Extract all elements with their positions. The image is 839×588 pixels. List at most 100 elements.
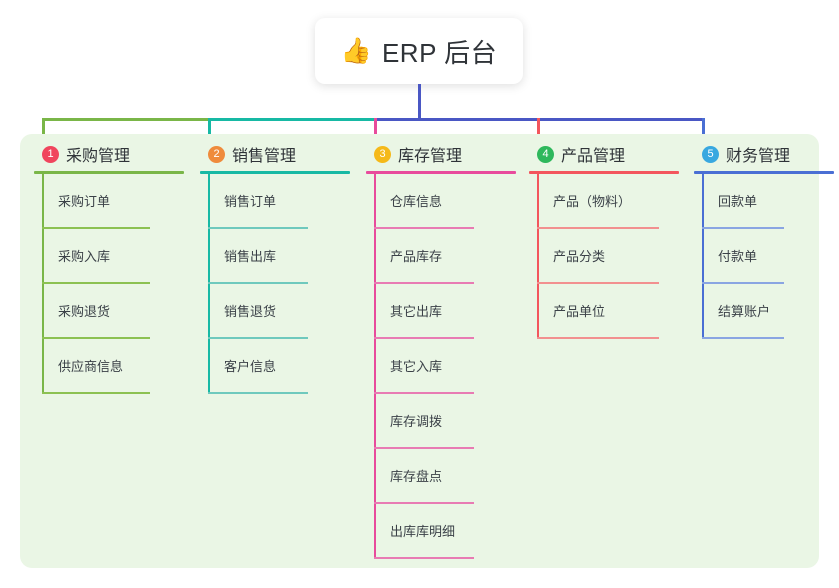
branch-number-badge: 2 xyxy=(208,145,225,163)
branch-items: 采购订单采购入库采购退货供应商信息 xyxy=(34,174,184,394)
branch-item[interactable]: 销售订单 xyxy=(200,174,350,229)
branch-title: 销售管理 xyxy=(232,148,297,165)
branch-stem xyxy=(208,174,210,394)
branch-column-产品管理: 4 产品管理产品（物料） 产品分类产品单位 xyxy=(529,143,679,339)
branch-item-label: 出库库明细 xyxy=(390,524,456,539)
branch-column-销售管理: 2 销售管理销售订单销售出库销售退货客户信息 xyxy=(200,143,350,394)
branch-item-label: 采购订单 xyxy=(58,194,111,209)
branch-item-label: 采购入库 xyxy=(58,249,111,264)
branch-header-rule xyxy=(366,171,516,174)
branch-item[interactable]: 结算账户 xyxy=(694,284,834,339)
branch-title: 库存管理 xyxy=(398,148,463,165)
branch-item-rule xyxy=(374,337,474,339)
branch-stem xyxy=(42,174,44,394)
branch-header-rule xyxy=(529,171,679,174)
branch-item-rule xyxy=(208,392,308,394)
branch-item-label: 产品（物料） xyxy=(553,194,632,209)
branch-item[interactable]: 产品库存 xyxy=(366,229,516,284)
branch-item-label: 供应商信息 xyxy=(58,359,124,374)
branch-header-采购管理[interactable]: 1 采购管理 xyxy=(34,143,184,165)
branch-column-库存管理: 3 库存管理仓库信息产品库存其它出库其它入库库存调拨库存盘点出库库明细 xyxy=(366,143,516,559)
branch-item-rule xyxy=(374,502,474,504)
branch-item[interactable]: 仓库信息 xyxy=(366,174,516,229)
branch-item-label: 其它出库 xyxy=(390,304,443,319)
branch-item[interactable]: 库存盘点 xyxy=(366,449,516,504)
branches-panel xyxy=(20,134,819,568)
branch-item[interactable]: 产品分类 xyxy=(529,229,679,284)
branch-item-label: 付款单 xyxy=(718,249,758,264)
branch-item-rule xyxy=(374,447,474,449)
branch-items: 产品（物料） 产品分类产品单位 xyxy=(529,174,679,339)
branch-item-rule xyxy=(42,227,150,229)
branch-item-rule xyxy=(702,282,784,284)
branch-items: 销售订单销售出库销售退货客户信息 xyxy=(200,174,350,394)
branch-header-rule xyxy=(34,171,184,174)
branch-item[interactable]: 销售退货 xyxy=(200,284,350,339)
connector-bar-segment-2 xyxy=(208,118,374,121)
branch-item-rule xyxy=(537,282,659,284)
branch-number-badge: 1 xyxy=(42,145,59,163)
branch-title: 产品管理 xyxy=(561,148,626,165)
branch-item-label: 库存盘点 xyxy=(390,469,443,484)
branch-item-rule xyxy=(374,282,474,284)
branch-title: 财务管理 xyxy=(726,148,791,165)
branch-item-label: 产品分类 xyxy=(553,249,606,264)
branch-item[interactable]: 付款单 xyxy=(694,229,834,284)
branch-item[interactable]: 其它出库 xyxy=(366,284,516,339)
branch-item[interactable]: 回款单 xyxy=(694,174,834,229)
branch-header-产品管理[interactable]: 4 产品管理 xyxy=(529,143,679,165)
branch-header-库存管理[interactable]: 3 库存管理 xyxy=(366,143,516,165)
branch-item[interactable]: 产品单位 xyxy=(529,284,679,339)
branch-item[interactable]: 采购入库 xyxy=(34,229,184,284)
branch-item-label: 产品库存 xyxy=(390,249,443,264)
branch-item-rule xyxy=(208,337,308,339)
branch-header-销售管理[interactable]: 2 销售管理 xyxy=(200,143,350,165)
branch-item-label: 库存调拨 xyxy=(390,414,443,429)
branch-item-label: 客户信息 xyxy=(224,359,277,374)
page-title: ERP 后台 xyxy=(381,37,498,68)
branch-item-label: 销售出库 xyxy=(224,249,277,264)
branch-number-badge: 4 xyxy=(537,145,554,163)
branch-item-rule xyxy=(208,227,308,229)
branch-header-rule xyxy=(694,171,834,174)
branch-item-rule xyxy=(537,227,659,229)
branch-item-label: 采购退货 xyxy=(58,304,111,319)
branch-item-label: 结算账户 xyxy=(718,304,771,319)
branch-item-label: 仓库信息 xyxy=(390,194,443,209)
branch-item-rule xyxy=(702,337,784,339)
branch-item-label: 回款单 xyxy=(718,194,758,209)
branch-item-rule xyxy=(374,557,474,559)
branch-item[interactable]: 客户信息 xyxy=(200,339,350,394)
branch-items: 仓库信息产品库存其它出库其它入库库存调拨库存盘点出库库明细 xyxy=(366,174,516,559)
branch-item[interactable]: 销售出库 xyxy=(200,229,350,284)
branch-item[interactable]: 产品（物料） xyxy=(529,174,679,229)
branch-item-rule xyxy=(537,337,659,339)
branch-number-badge: 3 xyxy=(374,145,391,163)
branch-item[interactable]: 库存调拨 xyxy=(366,394,516,449)
branch-title: 采购管理 xyxy=(66,148,131,165)
branch-items: 回款单付款单结算账户 xyxy=(694,174,834,339)
branch-item-label: 销售订单 xyxy=(224,194,277,209)
branch-item-rule xyxy=(374,227,474,229)
trunk-connector xyxy=(418,84,421,121)
branch-item[interactable]: 采购订单 xyxy=(34,174,184,229)
branch-stem xyxy=(374,174,376,559)
branch-item[interactable]: 其它入库 xyxy=(366,339,516,394)
branch-stem xyxy=(537,174,539,339)
branch-header-rule xyxy=(200,171,350,174)
branch-item-label: 销售退货 xyxy=(224,304,277,319)
branch-stem xyxy=(702,174,704,339)
branch-item-rule xyxy=(42,282,150,284)
branch-item-rule xyxy=(374,392,474,394)
branch-item[interactable]: 出库库明细 xyxy=(366,504,516,559)
connector-bar-segment-1 xyxy=(42,118,208,121)
branch-item-label: 产品单位 xyxy=(553,304,606,319)
root-title-card[interactable]: 👍 ERP 后台 xyxy=(315,18,523,84)
branch-item-rule xyxy=(702,227,784,229)
branch-item[interactable]: 采购退货 xyxy=(34,284,184,339)
branch-column-采购管理: 1 采购管理采购订单采购入库采购退货供应商信息 xyxy=(34,143,184,394)
branch-item[interactable]: 供应商信息 xyxy=(34,339,184,394)
